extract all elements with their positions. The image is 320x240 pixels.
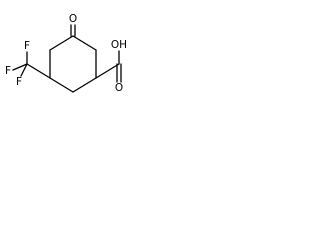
ring-bond-c3-c4	[72, 77, 97, 93]
fluorine-bottom-label: F	[16, 76, 22, 88]
ring-to-carboxyl-bond	[95, 63, 120, 79]
carboxyl-hydroxyl-label: OH	[111, 39, 127, 51]
chemical-structure-diagram: O OH O F F F	[5, 13, 127, 94]
cf3-bond-f-bottom	[20, 63, 28, 77]
cf3-bond-f-left	[12, 63, 28, 71]
fluorine-left-label: F	[5, 65, 11, 77]
ring-bond-c1-c2	[72, 35, 97, 51]
ring-to-cf3-bond	[26, 63, 51, 79]
ring-bond-c4-c5	[49, 77, 74, 93]
carboxyl-oxygen-label: O	[115, 82, 123, 94]
fluorine-top-label: F	[24, 40, 30, 52]
ring-bond-c6-c1	[49, 35, 74, 51]
ketone-oxygen-label: O	[69, 13, 77, 25]
